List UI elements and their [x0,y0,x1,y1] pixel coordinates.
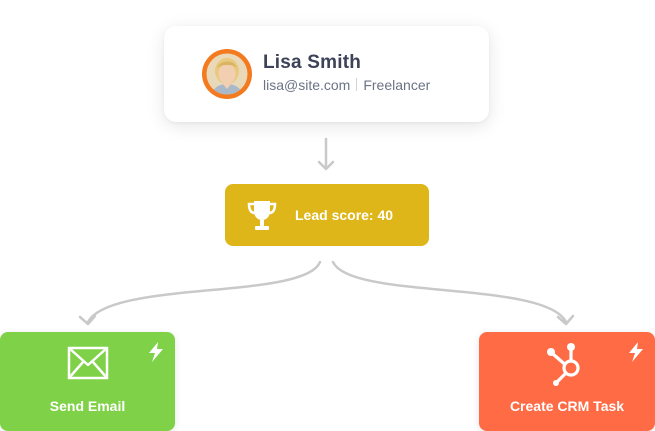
avatar [202,49,252,99]
contact-card[interactable]: Lisa Smith lisa@site.com Freelancer [164,26,489,122]
hubspot-icon [547,343,580,386]
contact-email: lisa@site.com [263,77,351,93]
trophy-icon [247,201,277,230]
contact-name: Lisa Smith [263,52,362,73]
connector-arrowhead-email [78,314,97,326]
connector-score-to-email [86,260,322,324]
lightning-icon [629,342,643,362]
send-email-action[interactable]: Send Email [0,332,175,431]
connector-score-to-crm [331,260,568,324]
contact-details: lisa@site.com Freelancer [263,77,430,93]
connector-arrowhead-score [317,160,335,171]
contact-role: Freelancer [363,77,431,93]
lightning-icon [149,342,163,362]
lead-score-box[interactable]: Lead score: 40 [225,184,429,246]
details-divider [356,78,358,91]
send-email-label: Send Email [49,398,126,414]
create-crm-task-action[interactable]: Create CRM Task [479,332,655,431]
lead-score-label: Lead score: 40 [295,207,394,223]
connector-arrowhead-crm [556,314,575,326]
envelope-icon [67,346,108,380]
create-crm-task-label: Create CRM Task [509,398,625,414]
